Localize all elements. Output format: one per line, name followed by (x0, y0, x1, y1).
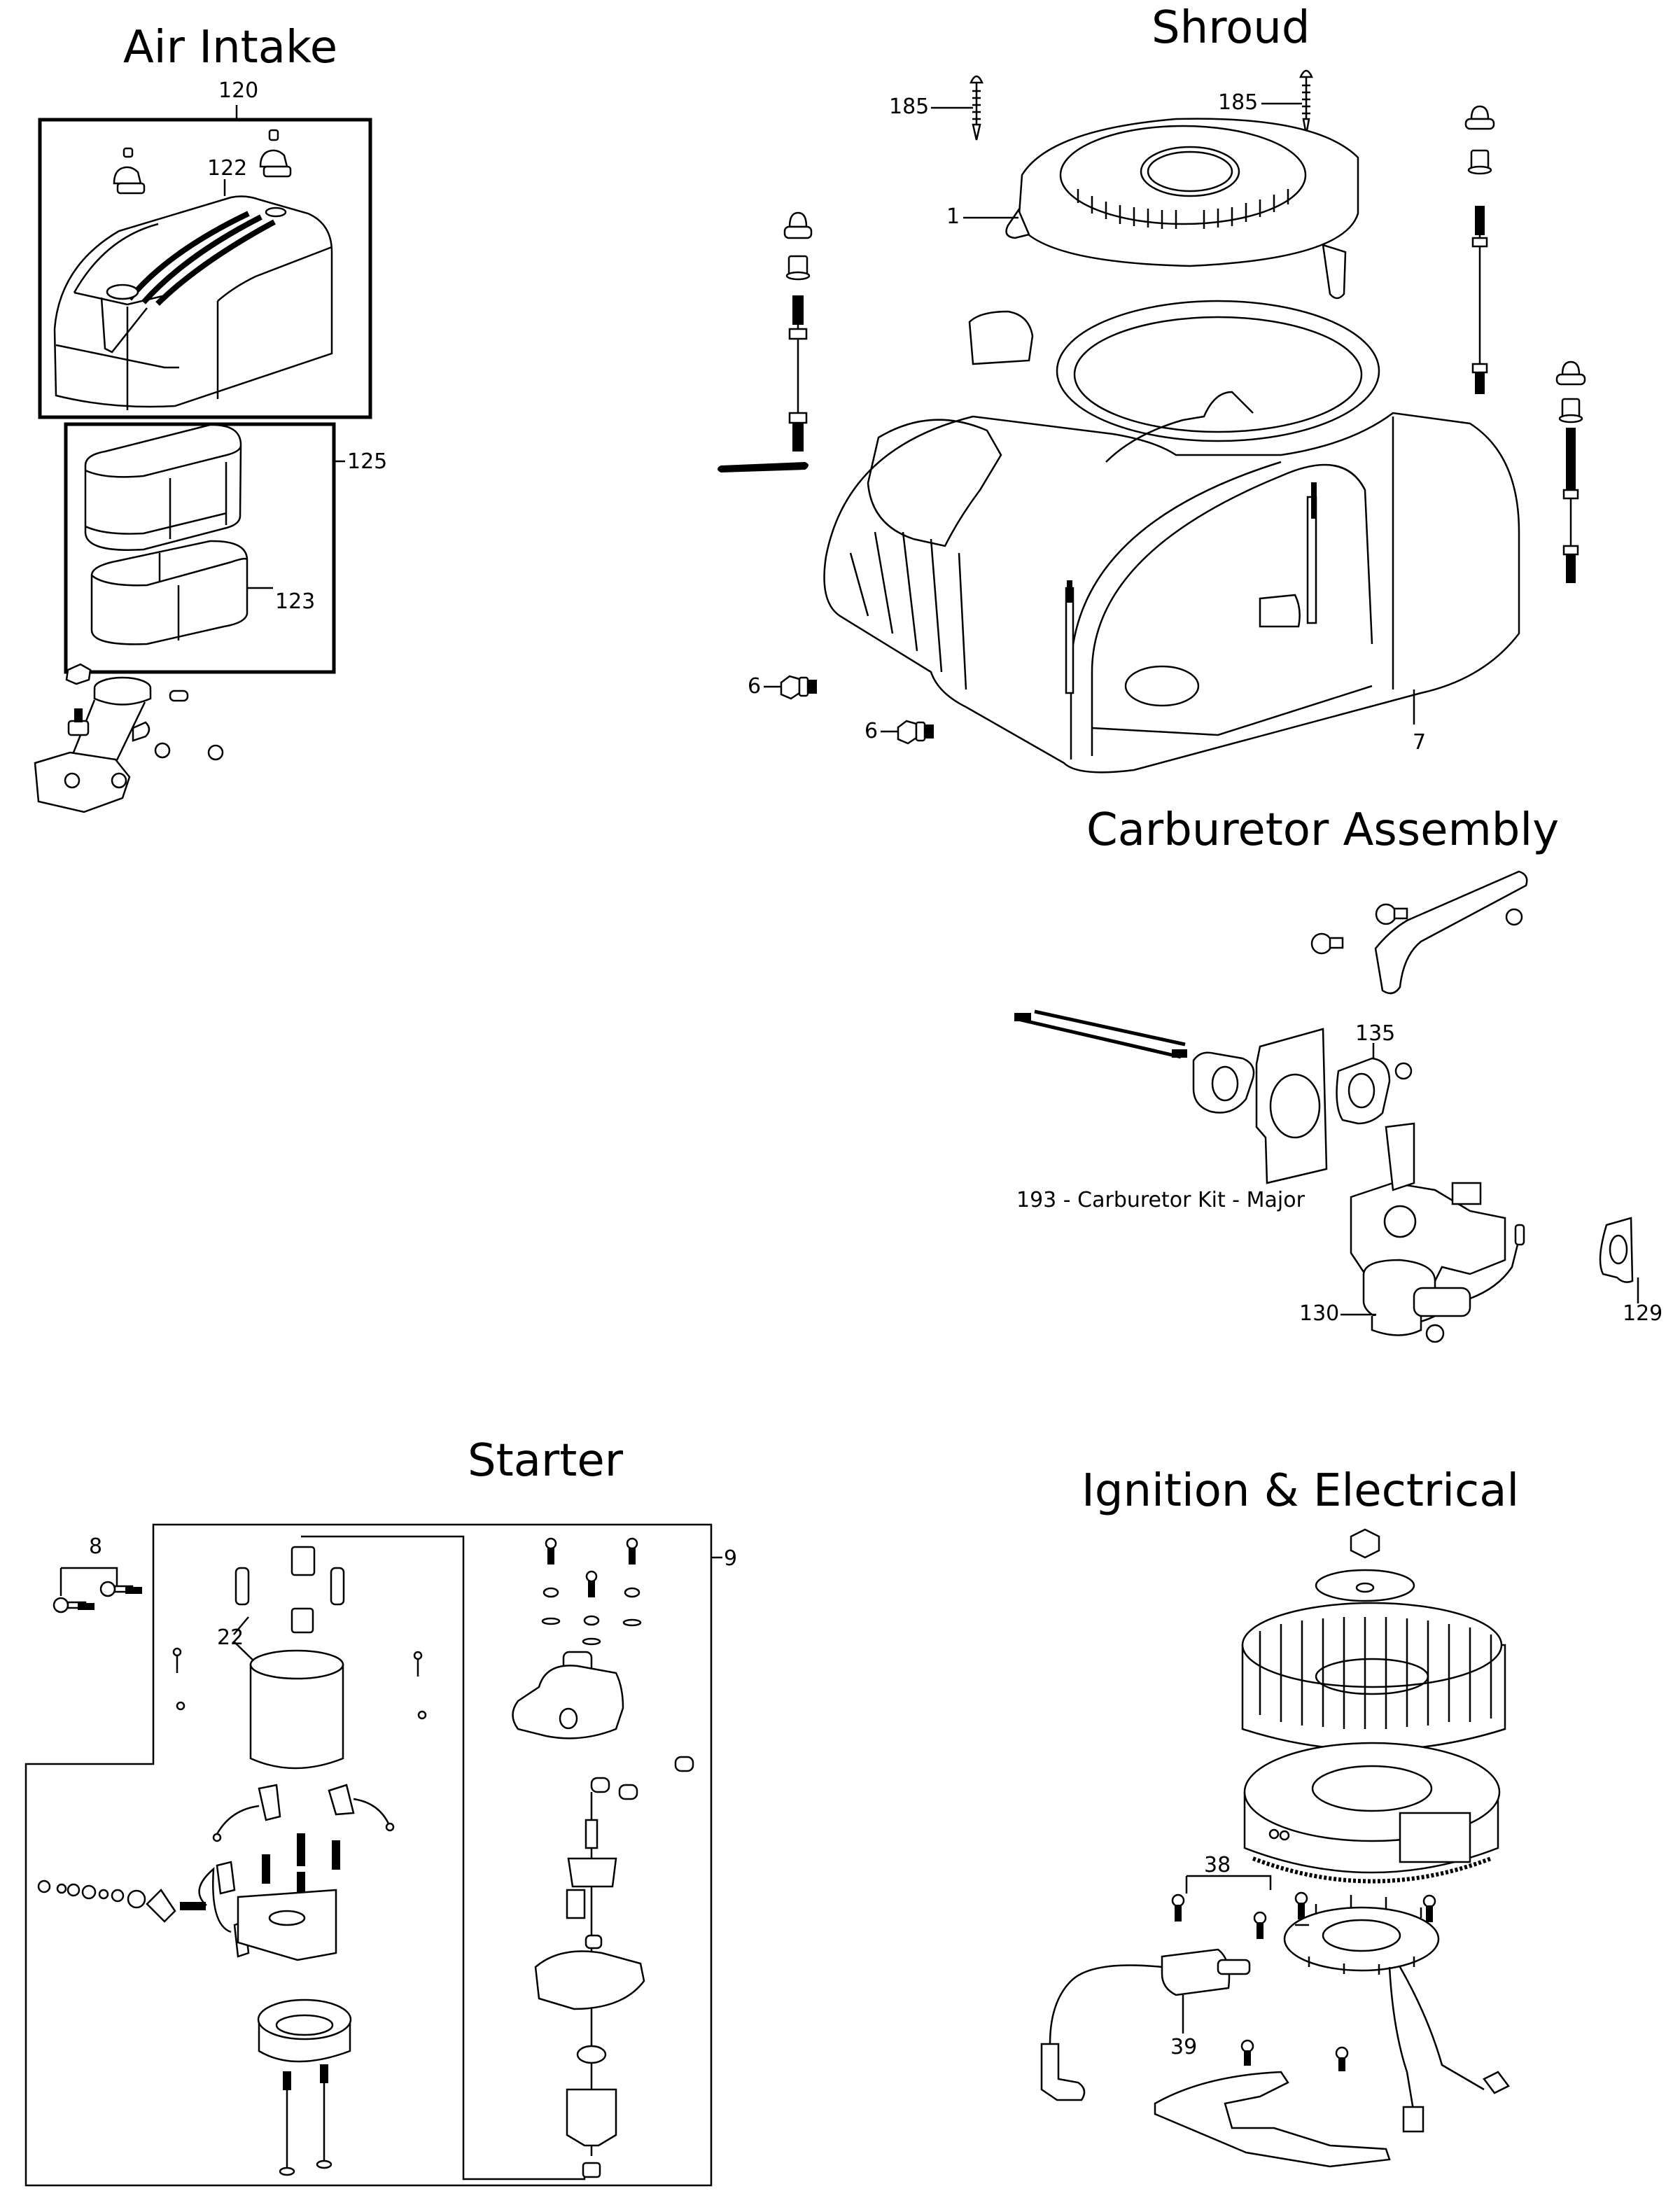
bolt-icon (54, 1598, 94, 1612)
starter-drive-end-drawing (513, 1652, 624, 1738)
part-label-22[interactable]: 22 (217, 1625, 244, 1650)
part-label-8[interactable]: 8 (89, 1534, 103, 1559)
part-label-130[interactable]: 130 (1299, 1301, 1340, 1326)
shroud-title: Shroud (1152, 2, 1310, 54)
starter-housing-drawing (251, 1651, 343, 1768)
air-filter-cover-drawing (55, 197, 332, 410)
part-label-122[interactable]: 122 (207, 156, 248, 181)
part-label-6-first[interactable]: 6 (748, 674, 762, 699)
ignition-coil-drawing (1042, 1949, 1250, 2100)
hose-clamp-icon (1396, 1063, 1411, 1079)
stud-bolt-icon (1466, 106, 1494, 393)
bolt-icon (1254, 1912, 1266, 1938)
ignition-cover-plate-drawing (1155, 2072, 1390, 2166)
insulator-plate-drawing (1256, 1029, 1326, 1183)
screw-icon (971, 76, 982, 140)
screw-icon (1301, 71, 1312, 134)
ignition-electrical-title: Ignition & Electrical (1082, 1465, 1520, 1517)
air-filter-element-drawing (85, 425, 241, 550)
carburetor-assembly-title: Carburetor Assembly (1086, 804, 1560, 856)
pre-filter-drawing (92, 541, 247, 644)
air-intake-title: Air Intake (123, 22, 338, 74)
stud-bolt-icon (785, 213, 811, 451)
bolt-icon (1424, 1896, 1435, 1921)
air-filter-kit-box (66, 424, 334, 672)
drain-plug-icon (781, 676, 816, 699)
air-intake-group (35, 105, 370, 812)
gasket-drawing (1194, 1053, 1254, 1113)
knob-icon (260, 130, 290, 176)
screw-icon (587, 1572, 596, 1597)
ignition-group (1042, 1530, 1508, 2166)
part-label-7[interactable]: 7 (1413, 730, 1427, 755)
part-label-135[interactable]: 135 (1355, 1021, 1396, 1046)
flywheel-fan-drawing (1242, 1603, 1505, 1750)
starter-kit-outline (26, 1525, 711, 2185)
washer-stack-icon (38, 1881, 145, 1907)
recoil-cover-drawing (1007, 119, 1358, 298)
stator-drawing (1284, 1895, 1508, 2132)
part-label-39[interactable]: 39 (1170, 2035, 1198, 2059)
part-label-185-left[interactable]: 185 (889, 94, 930, 119)
part-label-125[interactable]: 125 (347, 449, 388, 474)
part-label-1[interactable]: 1 (946, 204, 960, 229)
starter-title: Starter (468, 1435, 624, 1487)
bolt-icon (1336, 2047, 1348, 2071)
flywheel-drawing (1245, 1743, 1499, 1882)
stud-bolt-icon (1557, 362, 1585, 582)
starter-group (26, 1525, 722, 2185)
part-label-123[interactable]: 123 (275, 589, 316, 614)
air-cleaner-assembly-box (40, 120, 370, 417)
part-label-129[interactable]: 129 (1623, 1301, 1663, 1326)
part-label-6-second[interactable]: 6 (864, 719, 878, 743)
blower-housing-drawing (825, 301, 1520, 772)
hose-clamp-icon (1312, 934, 1343, 953)
carburetor-body-drawing (1351, 1124, 1524, 1342)
screw-icon (546, 1539, 556, 1564)
part-label-9[interactable]: 9 (724, 1546, 738, 1571)
gasket-drawing (1337, 1058, 1390, 1124)
carburetor-group (1015, 872, 1638, 1342)
bolt-icon (1172, 1895, 1184, 1921)
part-label-38[interactable]: 38 (1204, 1853, 1231, 1877)
bolt-icon (101, 1582, 141, 1596)
part-label-120[interactable]: 120 (218, 78, 259, 103)
part-label-185-right[interactable]: 185 (1218, 90, 1259, 115)
air-intake-elbow-drawing (35, 664, 223, 812)
knob-icon (114, 148, 144, 193)
hose-clamp-icon (1506, 909, 1522, 925)
hose-clamp-icon (1376, 904, 1407, 924)
drain-plug-icon (898, 721, 933, 743)
gasket-drawing (1600, 1218, 1632, 1282)
bolt-icon (1296, 1893, 1307, 1919)
screw-icon (627, 1539, 637, 1564)
stud-icon (1015, 1011, 1186, 1057)
shroud-group (718, 71, 1585, 772)
part-label-193-carburetor-kit[interactable]: 193 - Carburetor Kit - Major (1016, 1188, 1305, 1212)
bolt-icon (1242, 2040, 1253, 2065)
